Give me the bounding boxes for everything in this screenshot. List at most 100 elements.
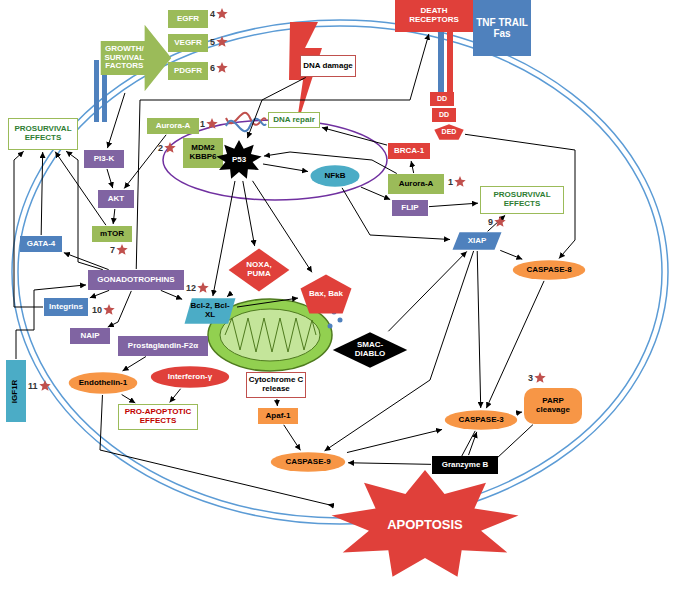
text-holder: PI3-K	[86, 155, 122, 164]
pentagon-fill	[301, 274, 352, 313]
node-text: GONADOTROPHINS	[90, 276, 182, 285]
pathway-arrow	[342, 188, 450, 240]
callout-star	[454, 176, 466, 188]
node-text: Aurora-A	[390, 180, 442, 189]
process-box: Integrins	[44, 298, 88, 316]
text-holder: GROWTH/ SURVIVAL FACTORS	[102, 45, 147, 71]
star-fill	[216, 36, 227, 47]
callout-number: 6	[210, 63, 215, 73]
callout-marker: 9	[488, 216, 506, 228]
cytochrome-dot	[338, 318, 343, 323]
pathway-arrow	[429, 203, 478, 207]
node-text: GATA-4	[22, 240, 60, 249]
text-holder: DNA repair	[270, 116, 318, 125]
protein-pentagon: DED	[434, 124, 464, 140]
star-fill	[216, 140, 261, 179]
node-text: IGF1R	[12, 379, 21, 403]
oval-fill	[513, 260, 586, 280]
diamond-fill	[229, 248, 290, 291]
pathway-arrow	[16, 285, 86, 359]
text-holder: Bcl-2, Bcl-XL	[190, 302, 231, 320]
node-text: CASPASE-3	[451, 416, 510, 425]
pathway-arrow	[107, 93, 124, 148]
process-box: DD	[432, 108, 456, 122]
pathway-arrow	[161, 290, 182, 299]
node-text: Endothelin-1	[75, 379, 131, 388]
text-holder: EGFR	[170, 15, 206, 24]
callout-star	[164, 142, 176, 154]
node-text: NFkB	[315, 172, 355, 181]
node-text: Cytochrome C release	[248, 376, 304, 394]
node-text: SMAC-DIABLO	[347, 341, 393, 359]
node-text: TNF TRAIL Fas	[475, 17, 529, 39]
enzyme-oval: Interferon-γ	[150, 366, 230, 388]
node-text: Integrins	[46, 303, 86, 312]
pathway-arrow	[347, 429, 442, 452]
process-box: GATA-4	[20, 236, 62, 252]
callout-marker: 7	[110, 244, 128, 256]
text-holder: DEATH RECEPTORS	[397, 7, 471, 25]
pathway-arrow	[322, 128, 387, 146]
enzyme-oval: CASPASE-3	[444, 410, 518, 430]
node-text: NAIP	[72, 332, 108, 341]
mitochondrion-cristae	[225, 318, 316, 352]
node-text: DEATH RECEPTORS	[397, 7, 471, 25]
callout-number: 12	[186, 283, 196, 293]
protein-pentagon: Bax, Bak	[300, 274, 352, 314]
dna-helix	[226, 119, 266, 131]
pathway-arrow	[136, 34, 429, 269]
protein-diamond: SMAC-DIABLO	[332, 332, 408, 368]
process-box: Apaf-1	[258, 408, 298, 424]
node-text: AKT	[100, 195, 132, 204]
star-fill	[534, 372, 545, 383]
pathway-arrow	[263, 164, 308, 172]
enzyme-oval: NFkB	[310, 165, 360, 187]
process-box: AKT	[98, 190, 134, 208]
node-text: XIAP	[458, 237, 497, 246]
node-text: DED	[437, 128, 461, 136]
text-holder: CASPASE-9	[278, 458, 339, 467]
burst-star: APOPTOSIS	[330, 470, 520, 580]
text-holder: Endothelin-1	[75, 379, 131, 388]
node-text: PROSURVIVAL EFFECTS	[10, 125, 76, 143]
callout-marker: 6	[210, 62, 228, 74]
text-holder: FLIP	[394, 204, 426, 213]
node-text: MDM2 KBBP6	[185, 144, 221, 162]
protein-parallelogram: XIAP	[452, 232, 502, 250]
text-holder: DED	[437, 128, 461, 136]
text-holder: MDM2 KBBP6	[185, 144, 221, 162]
text-holder: APOPTOSIS	[372, 518, 478, 532]
enzyme-oval: Endothelin-1	[68, 372, 138, 394]
pathway-arrow	[213, 181, 235, 296]
pathway-arrow	[411, 161, 414, 173]
pathway-arrow	[284, 425, 301, 450]
text-holder: CASPASE-8	[519, 266, 578, 275]
node-text: PRO-APOPTOTIC EFFECTS	[120, 408, 196, 426]
para-fill	[453, 232, 502, 250]
process-box: BRCA-1	[388, 143, 430, 159]
node-text: DNA repair	[270, 116, 318, 125]
diamond-fill	[333, 332, 407, 367]
text-holder: AKT	[100, 195, 132, 204]
oval-fill	[151, 366, 229, 388]
text-holder: GATA-4	[22, 240, 60, 249]
star-fill	[116, 244, 127, 255]
pathway-arrow	[243, 181, 255, 246]
oval-fill	[445, 410, 518, 430]
callout-number: 7	[110, 245, 115, 255]
star-fill	[164, 142, 175, 153]
callout-star	[216, 36, 228, 48]
node-text: mTOR	[94, 230, 130, 239]
pathway-arrow	[66, 151, 103, 270]
callout-star	[116, 244, 128, 256]
callout-star	[534, 372, 546, 384]
cleavage-box: PARP cleavage	[524, 388, 582, 424]
pathway-arrow	[500, 250, 522, 259]
pathway-arrow	[122, 395, 136, 403]
callout-marker: 12	[186, 282, 209, 294]
node-text: DD	[434, 111, 454, 119]
callout-number: 2	[158, 143, 163, 153]
pentagon-fill	[434, 124, 463, 140]
text-holder: DD	[432, 95, 452, 103]
cell-membrane-inner	[18, 26, 662, 518]
